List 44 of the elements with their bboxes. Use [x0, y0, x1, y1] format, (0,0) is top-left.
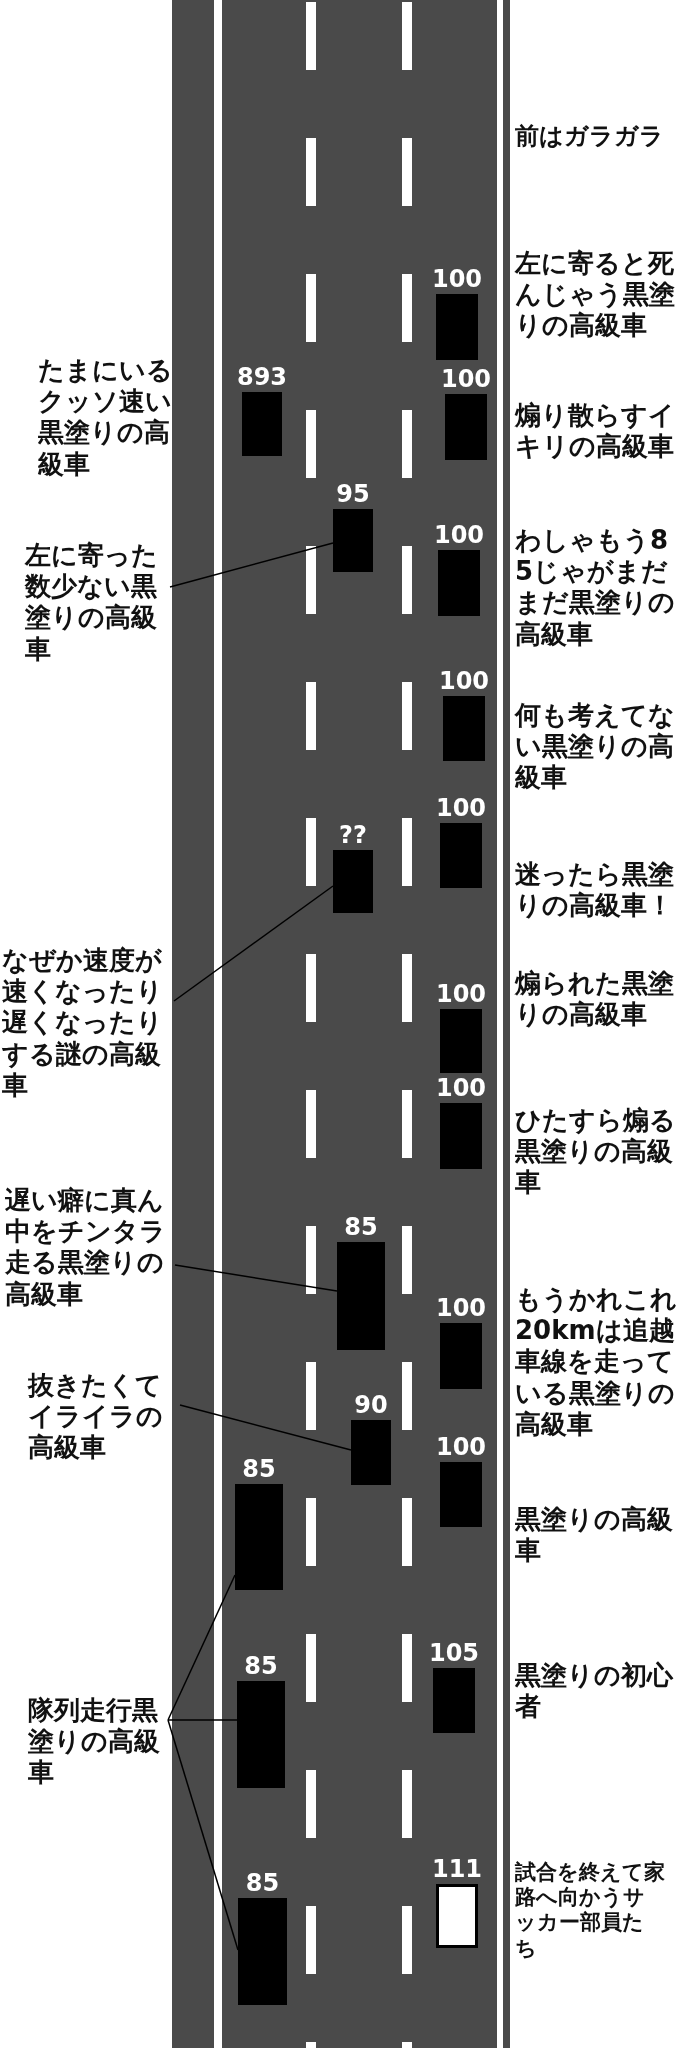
- car-caption: ひたすら煽る黒塗りの高級車: [515, 1105, 677, 1199]
- car-caption: わしゃもう85じゃがまだまだ黒塗りの高級車: [515, 525, 676, 650]
- leader-line: [174, 1264, 338, 1292]
- speed-number: 100: [435, 795, 487, 821]
- speed-number: 100: [438, 668, 490, 694]
- speed-number: 85: [244, 1653, 278, 1679]
- speed-number: 111: [431, 1856, 483, 1882]
- speed-number: 95: [336, 481, 370, 507]
- car-caption: たまにいるクッソ速い黒塗りの高級車: [38, 355, 174, 480]
- speed-number: 100: [440, 366, 492, 392]
- car-caption: 迷ったら黒塗りの高級車！: [515, 859, 675, 922]
- note-text: 前はガラガラ: [515, 122, 665, 151]
- car-caption: 煽られた黒塗りの高級車: [515, 968, 675, 1031]
- car-caption: 黒塗りの初心者: [515, 1660, 675, 1723]
- car-caption: 左に寄ると死んじゃう黒塗りの高級車: [515, 248, 676, 342]
- callout-text: 抜きたくてイライラの高級車: [28, 1370, 180, 1464]
- callout-text: 隊列走行黒塗りの高級車: [28, 1695, 168, 1789]
- callout-text: 左に寄った数少ない黒塗りの高級車: [25, 540, 170, 665]
- speed-number: 100: [435, 1434, 487, 1460]
- leader-line: [167, 1719, 238, 1721]
- car-caption: もうかれこれ20kmは追越車線を走っている黒塗りの高級車: [515, 1284, 678, 1440]
- callout-text: 遅い癖に真ん中をチンタラ走る黒塗りの高級車: [5, 1185, 175, 1310]
- leader-line: [167, 1719, 239, 1951]
- leader-line: [169, 542, 334, 588]
- leader-line: [167, 1574, 236, 1721]
- speed-number: 90: [354, 1392, 388, 1418]
- speed-number: 85: [242, 1456, 276, 1482]
- speed-number: ??: [339, 822, 367, 848]
- speed-number: 105: [428, 1640, 480, 1666]
- car-caption: 煽り散らすイキリの高級車: [515, 400, 676, 463]
- speed-number: 100: [435, 1075, 487, 1101]
- speed-number: 100: [435, 1295, 487, 1321]
- leader-line: [173, 885, 334, 1002]
- car-caption: 黒塗りの高級車: [515, 1504, 674, 1567]
- car-caption: 何も考えてない黒塗りの高級車: [515, 700, 676, 794]
- speed-number: 85: [245, 1870, 280, 1896]
- speed-number: 100: [435, 981, 487, 1007]
- leader-line: [179, 1404, 352, 1451]
- speed-number: 100: [431, 266, 483, 292]
- callout-text: なぜか速度が速くなったり遅くなったりする謎の高級車: [2, 945, 174, 1101]
- speed-number: 100: [433, 522, 485, 548]
- car-caption: 試合を終えて家路へ向かうサッカー部員たち: [515, 1860, 665, 1961]
- speed-number: 85: [344, 1214, 378, 1240]
- speed-number: 893: [236, 364, 288, 390]
